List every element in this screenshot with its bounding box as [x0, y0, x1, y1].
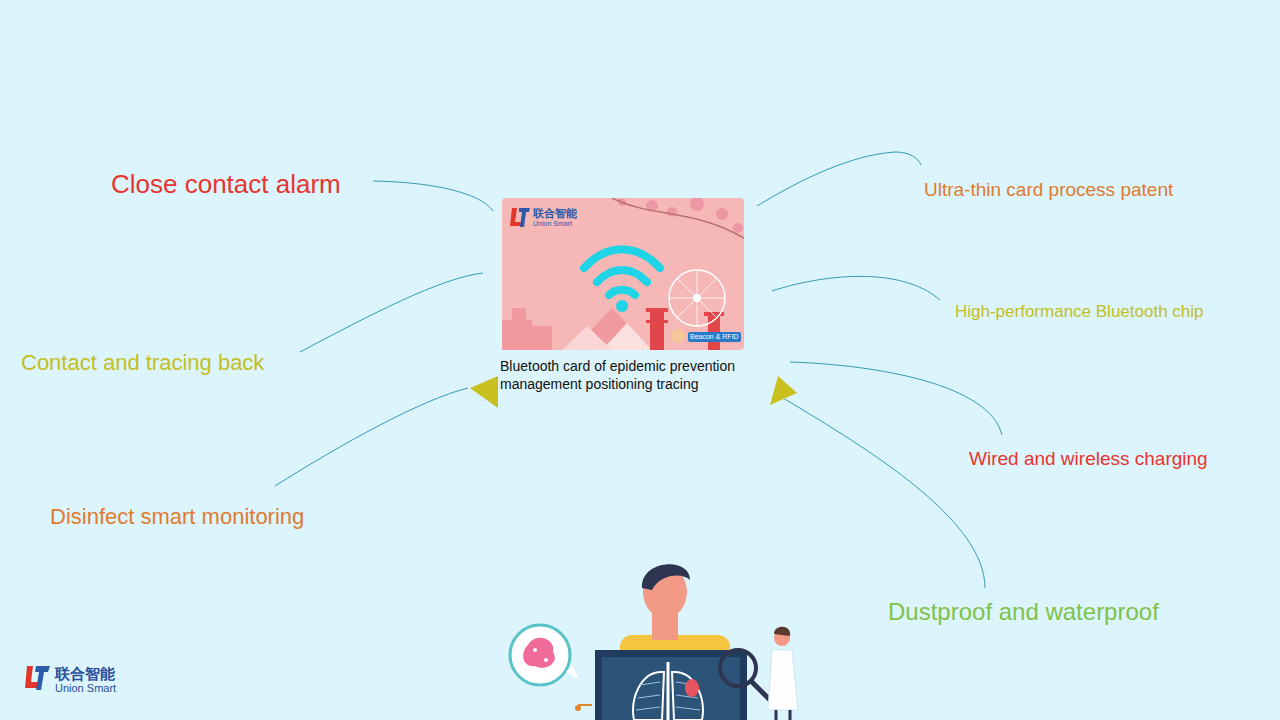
leader-line — [783, 398, 985, 588]
leader-line — [373, 181, 493, 211]
logo-subtext: Union Smart — [55, 682, 116, 695]
feature-label: Close contact alarm — [111, 170, 341, 200]
card-badge: Beacon & RFID — [688, 332, 741, 342]
feature-label: Disinfect smart monitoring — [50, 504, 304, 529]
card-logo-text: 联合智能 — [533, 207, 577, 219]
leader-line — [790, 362, 1002, 435]
feature-label: Contact and tracing back — [21, 350, 264, 375]
feature-label: Dustproof and waterproof — [888, 598, 1159, 626]
card-logo-subtext: Union Smart — [533, 220, 572, 228]
logo-text: 联合智能 — [55, 665, 115, 682]
logo-icon — [25, 666, 50, 690]
feature-label: Wired and wireless charging — [969, 448, 1208, 470]
leader-line — [757, 152, 921, 206]
xray-illustration — [510, 564, 798, 720]
feature-label: High-performance Bluetooth chip — [955, 302, 1204, 322]
arrow-triangle — [470, 376, 498, 408]
leader-line — [300, 273, 483, 352]
product-card: 联合智能Union SmartBeacon & RFIDBluetooth ca… — [502, 198, 744, 350]
feature-label: Ultra-thin card process patent — [924, 179, 1173, 201]
leader-line — [275, 388, 468, 486]
leader-line — [772, 276, 940, 300]
card-caption: Bluetooth card of epidemic prevention ma… — [500, 357, 790, 393]
arrow-triangle — [770, 376, 797, 405]
